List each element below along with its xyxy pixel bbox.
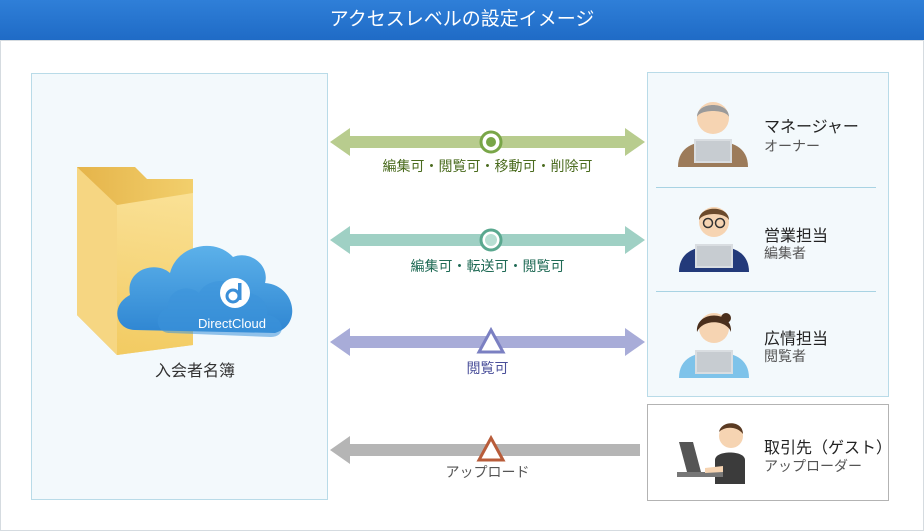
role-name-pr: 広情担当 [764, 331, 829, 348]
role-sub-sales: 編集者 [764, 245, 806, 261]
role-sub-pr: 閲覧者 [764, 348, 806, 364]
folder-label: 入会者名簿 [154, 363, 235, 380]
sales-avatar-icon [677, 200, 751, 277]
permission-label-2: 閲覧可 [466, 360, 509, 376]
permission-arrow-0 [330, 128, 645, 156]
role-sub-manager: オーナー [764, 138, 820, 154]
permission-label-1: 編集可・転送可・閲覧可 [410, 258, 565, 274]
role-divider [656, 187, 876, 188]
permission-label-0: 編集可・閲覧可・移動可・削除可 [382, 158, 593, 174]
role-name-sales: 営業担当 [764, 228, 829, 245]
manager-avatar-icon [676, 95, 750, 172]
cloud-logo-text: DirectCloud [198, 316, 266, 331]
diagram-title: アクセスレベルの設定イメージ [0, 0, 924, 40]
folder-cloud-illustration: DirectCloud [75, 165, 310, 360]
permission-label-3: アップロード [445, 464, 530, 480]
permission-arrow-2 [330, 326, 645, 356]
roles-panel [647, 72, 889, 397]
role-divider [656, 291, 876, 292]
guest-avatar-icon [675, 420, 745, 491]
role-name-guest: 取引先（ゲスト） [764, 440, 893, 457]
permission-arrow-3 [330, 434, 640, 464]
pr-avatar-icon [677, 306, 751, 383]
permission-arrow-1 [330, 226, 645, 254]
cloud-icon: DirectCloud [117, 245, 293, 337]
role-name-manager: マネージャー [764, 119, 859, 136]
role-sub-guest: アップローダー [764, 458, 862, 474]
